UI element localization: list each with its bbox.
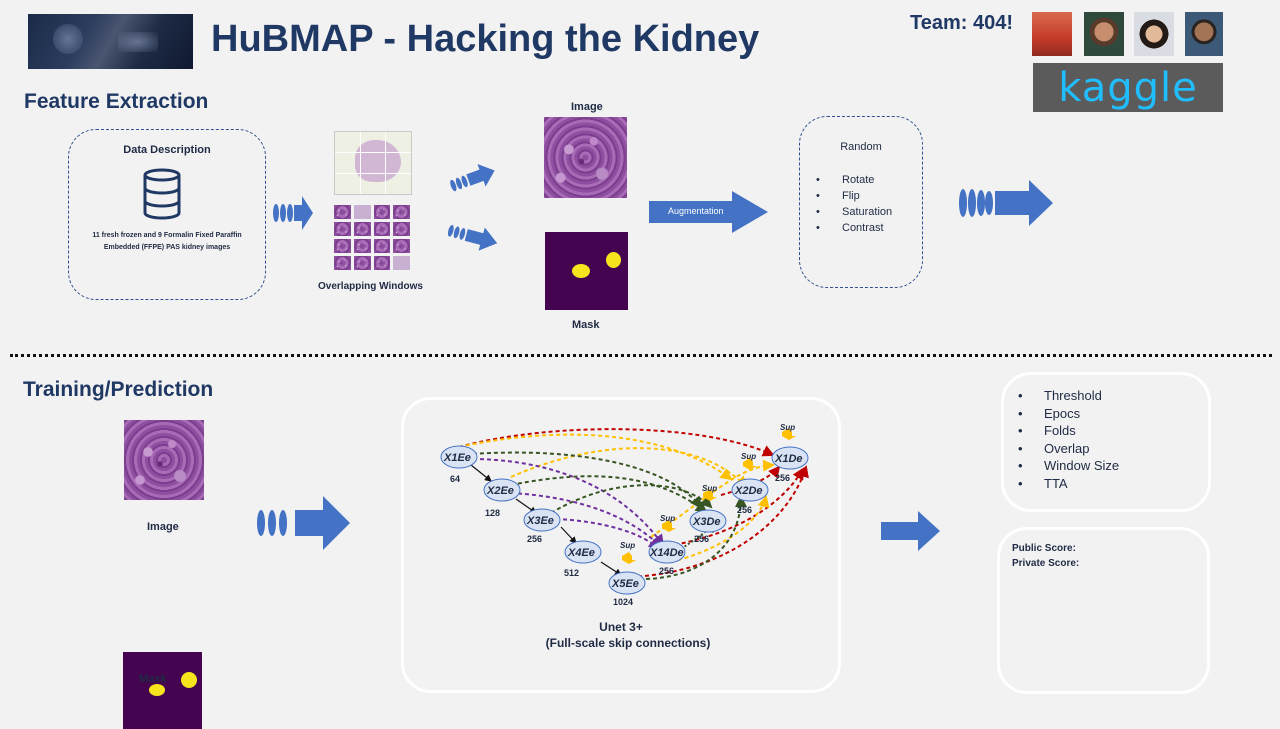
unet-node-channels: 256 xyxy=(659,566,674,576)
block-arrow xyxy=(881,511,940,551)
unet-node-channels: 256 xyxy=(694,534,709,544)
param-item: Folds xyxy=(1016,422,1119,440)
section-heading-training: Training/Prediction xyxy=(23,378,214,401)
data-description-text: 11 fresh frozen and 9 Formalin Fixed Par… xyxy=(92,232,242,251)
unet-diagram: X1Ee X2Ee X3Ee X4Ee X5Ee X14De X3De X2De… xyxy=(440,423,809,607)
overlapping-windows-label: Overlapping Windows xyxy=(318,281,423,292)
block-arrow xyxy=(959,180,1053,226)
mask-label-bottom: Mask xyxy=(139,673,167,685)
hyperparams-list: Threshold Epocs Folds Overlap Window Siz… xyxy=(1016,387,1119,493)
augmentation-arrow xyxy=(649,191,768,233)
sup-label: Sup xyxy=(660,514,675,523)
hyperparams-box: Threshold Epocs Folds Overlap Window Siz… xyxy=(1001,372,1211,512)
image-label-top: Image xyxy=(571,101,603,113)
unet-node-label: X2De xyxy=(734,485,763,497)
unet-node-label: X14De xyxy=(649,547,684,559)
mask-image xyxy=(545,232,628,310)
unet-node-label: X5Ee xyxy=(611,578,639,590)
block-arrow xyxy=(257,496,350,550)
sup-label: Sup xyxy=(780,423,795,432)
slide-grid-image xyxy=(334,131,412,195)
unet-diagram-box xyxy=(401,397,841,693)
unet-subtitle: (Full-scale skip connections) xyxy=(545,636,711,650)
unet-node-labels: X1Ee X2Ee X3Ee X4Ee X5Ee X14De X3De X2De… xyxy=(443,452,803,607)
database-icon xyxy=(143,168,181,220)
random-augment-box: Random Rotate Flip Saturation Contrast xyxy=(799,116,923,288)
augmentation-label: Augmentation xyxy=(668,206,724,216)
block-arrow xyxy=(273,196,313,230)
param-item: Window Size xyxy=(1016,457,1119,475)
unet-node-label: X4Ee xyxy=(567,547,595,559)
param-item: TTA xyxy=(1016,475,1119,493)
team-avatar xyxy=(1134,12,1174,56)
image-label-bottom: Image xyxy=(147,521,179,533)
unet-node-label: X3Ee xyxy=(526,515,554,527)
unet-node-channels: 256 xyxy=(527,534,542,544)
kaggle-logo-text: kaggle xyxy=(1058,64,1198,111)
unet-node-label: X3De xyxy=(692,516,721,528)
team-avatar xyxy=(1084,12,1124,56)
tissue-image xyxy=(544,117,627,198)
public-score: Public Score: xyxy=(1012,543,1076,554)
augment-item: Saturation xyxy=(814,204,892,220)
data-description-box: Data Description 11 fresh frozen and 9 F… xyxy=(68,129,266,300)
mask-label-top: Mask xyxy=(572,319,600,331)
unet-title: Unet 3+ xyxy=(599,620,643,634)
section-heading-feature-extraction: Feature Extraction xyxy=(24,90,209,113)
unet-node-channels: 64 xyxy=(450,474,460,484)
sup-label: Sup xyxy=(741,452,756,461)
augment-item: Rotate xyxy=(814,172,892,188)
param-item: Epocs xyxy=(1016,405,1119,423)
team-avatar xyxy=(1185,12,1223,56)
section-divider xyxy=(10,354,1272,357)
unet-node-label: X1De xyxy=(774,453,803,465)
sup-label: Sup xyxy=(620,541,635,550)
unet-node-channels: 128 xyxy=(485,508,500,518)
unet-node-label: X2Ee xyxy=(486,485,514,497)
unet-node-channels: 512 xyxy=(564,568,579,578)
block-arrow xyxy=(447,224,498,251)
param-item: Overlap xyxy=(1016,440,1119,458)
team-avatar xyxy=(1032,12,1072,56)
param-item: Threshold xyxy=(1016,387,1119,405)
header-banner-image xyxy=(28,14,193,69)
tissue-image xyxy=(124,420,204,500)
mask-image xyxy=(123,652,202,729)
private-score: Private Score: xyxy=(1012,558,1080,569)
augment-item: Flip xyxy=(814,188,892,204)
kaggle-logo: kaggle xyxy=(1033,63,1223,112)
block-arrow xyxy=(450,163,495,192)
team-name: Team: 404! xyxy=(910,12,1014,34)
augment-item: Contrast xyxy=(814,220,892,236)
scores-box: Public Score: Private Score: xyxy=(997,527,1210,694)
unet-node-channels: 1024 xyxy=(613,597,633,607)
augment-list: Rotate Flip Saturation Contrast xyxy=(814,172,892,236)
unet-node-label: X1Ee xyxy=(443,452,471,464)
random-title: Random xyxy=(840,141,882,153)
sup-label: Sup xyxy=(702,484,717,493)
tiles-grid-image xyxy=(334,205,410,270)
unet-node-channels: 256 xyxy=(775,473,790,483)
page-title: HuBMAP - Hacking the Kidney xyxy=(211,18,760,60)
data-description-title: Data Description xyxy=(123,144,211,156)
unet-node-channels: 256 xyxy=(737,505,752,515)
